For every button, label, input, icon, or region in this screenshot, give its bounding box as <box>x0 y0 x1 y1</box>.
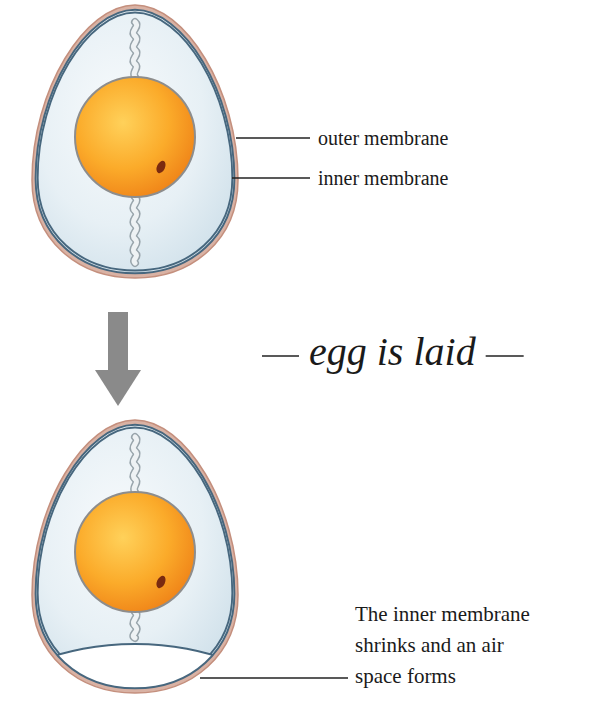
shell <box>32 5 238 278</box>
dash-line <box>486 355 524 357</box>
leader-line <box>232 177 310 179</box>
inner-membrane <box>38 13 233 271</box>
germinal-disc <box>155 574 168 589</box>
leader-line <box>200 677 348 679</box>
air-space <box>20 644 250 709</box>
leader-line <box>236 137 310 139</box>
yolk <box>75 77 195 197</box>
down-arrow <box>95 312 141 406</box>
part-label: outer membrane <box>318 126 449 150</box>
outer-membrane <box>36 425 235 688</box>
step-label: egg is laid <box>309 328 476 376</box>
yolk <box>75 492 195 612</box>
fresh-egg <box>32 5 238 278</box>
laid-egg <box>20 420 250 709</box>
germinal-disc <box>155 159 168 174</box>
outer-membrane <box>36 10 235 273</box>
part-label: inner membrane <box>318 166 449 190</box>
dash-line <box>262 355 299 357</box>
callout-note: The inner membrane shrinks and an air sp… <box>355 599 545 692</box>
shrunk-inner-membrane <box>20 644 250 667</box>
